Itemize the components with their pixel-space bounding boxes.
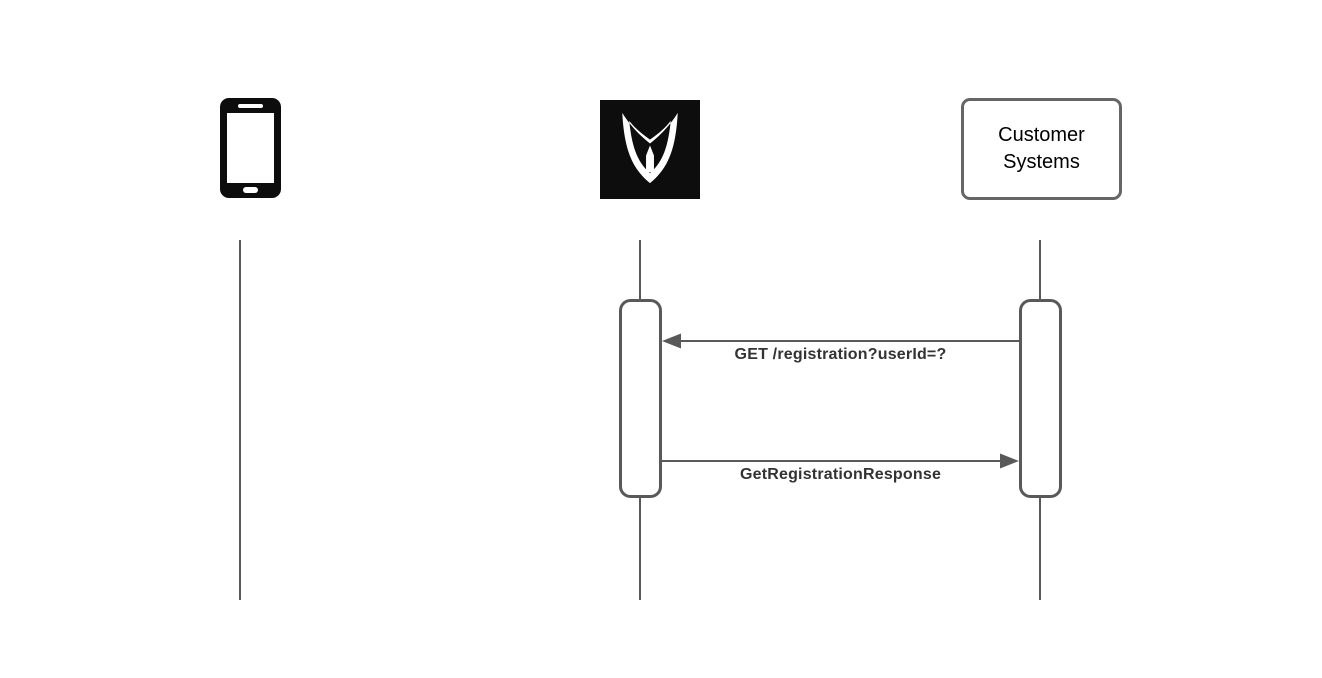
activation-bar-shield-service xyxy=(619,299,662,498)
shield-logo-icon xyxy=(622,112,678,184)
message-label-get-registration: GET /registration?userId=? xyxy=(734,346,947,363)
participant-shield-service xyxy=(600,100,700,199)
phone-speaker xyxy=(238,104,263,108)
phone-screen xyxy=(227,113,274,183)
activation-bar-customer-systems xyxy=(1019,299,1062,498)
smartphone-icon xyxy=(220,98,281,198)
phone-home-button xyxy=(243,187,258,193)
participant-customer-systems-label: Customer Systems xyxy=(998,124,1085,173)
participant-customer-systems: Customer Systems xyxy=(961,98,1122,200)
arrowhead-right-icon xyxy=(1000,453,1019,469)
arrowhead-left-icon xyxy=(662,333,681,349)
participant-mobile-device xyxy=(220,98,281,198)
message-label-get-registration-response: GetRegistrationResponse xyxy=(739,466,942,483)
